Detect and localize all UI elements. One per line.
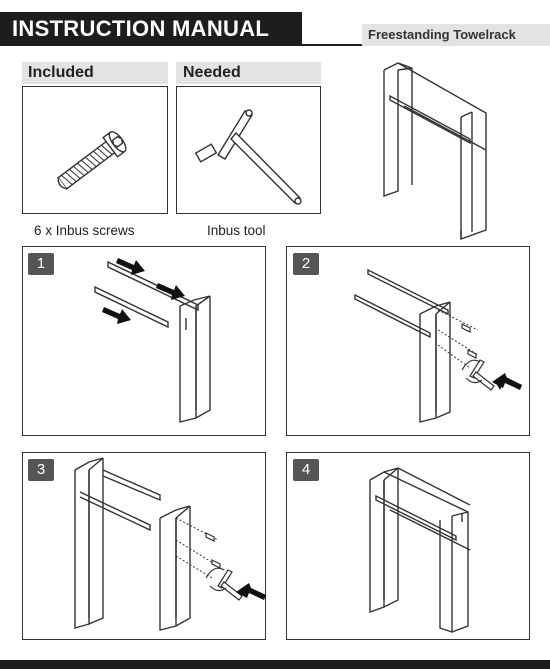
footer-bar <box>0 660 550 669</box>
